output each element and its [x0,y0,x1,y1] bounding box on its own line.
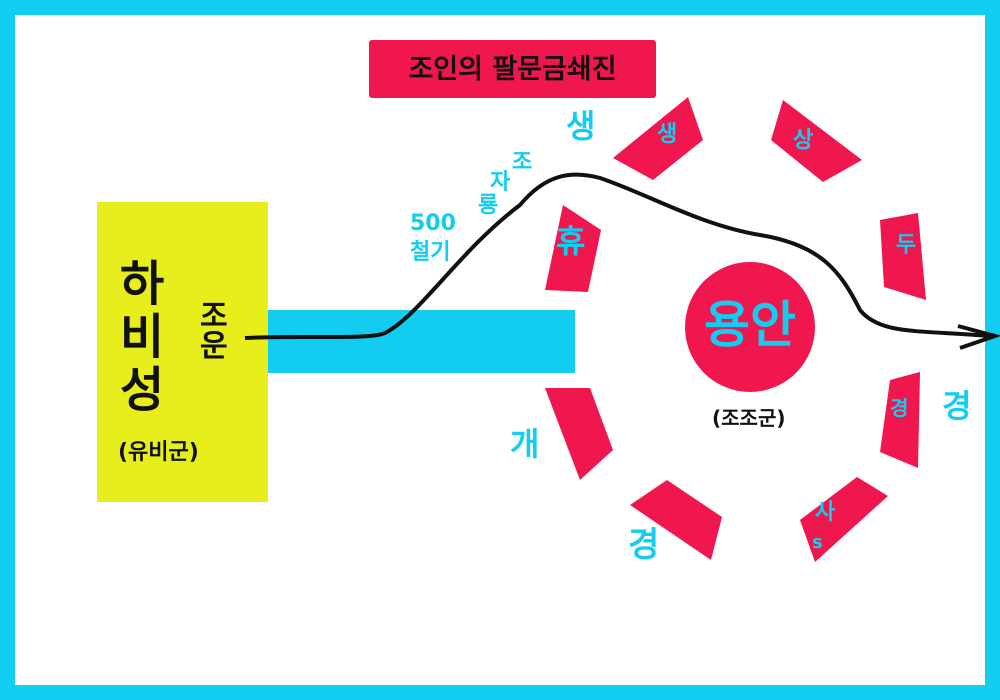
commander-char: 조 [512,150,533,175]
gate-outer-gae: 개 [510,425,540,463]
gate-shape-sa [800,477,888,562]
cavalry-count: 500 [410,211,456,236]
gate-label-hyu: 휴 [556,222,586,260]
gate-outer-gyeong-bottom: 경 [628,525,660,565]
defender-name: 조운 [200,299,228,364]
gate-outer-saeng: 생 [566,107,596,145]
title-box: 조인의 팔문금쇄진 [369,40,656,98]
center-name: 용안 [704,296,796,354]
gate-label-sa: 사 [815,500,836,525]
defense-bar [268,310,575,373]
gate-label-du: 두 [896,233,917,258]
attack-path-arrow [244,172,991,340]
gate-label-sang: 상 [793,128,814,153]
gate-shape-sang [771,100,862,182]
arrow-head-icon [957,324,1000,350]
center-circle [685,262,815,392]
commander-char: 자 [490,170,511,195]
gate-shape-du [880,213,926,300]
gate-label-saeng: 생 [657,122,678,147]
gate-sub-sa: s [812,532,823,553]
gate-shape-gyeong-right [880,372,920,468]
cavalry-label: 철기 [410,240,451,265]
gate-shape-gae [545,388,613,480]
commander-char: 룡 [478,193,499,218]
gate-shape-gyeong-bottom [630,480,722,560]
gate-label-gyeong-right: 경 [890,396,909,420]
center-army: (조조군) [712,406,786,430]
castle-army: (유비군) [118,440,199,465]
gate-shape-saeng [613,97,703,180]
castle-block [97,202,268,502]
castle-name: 하비성 [120,256,165,418]
gate-shape-hyu [545,205,601,292]
gate-outer-gyeong-right: 경 [942,387,972,425]
